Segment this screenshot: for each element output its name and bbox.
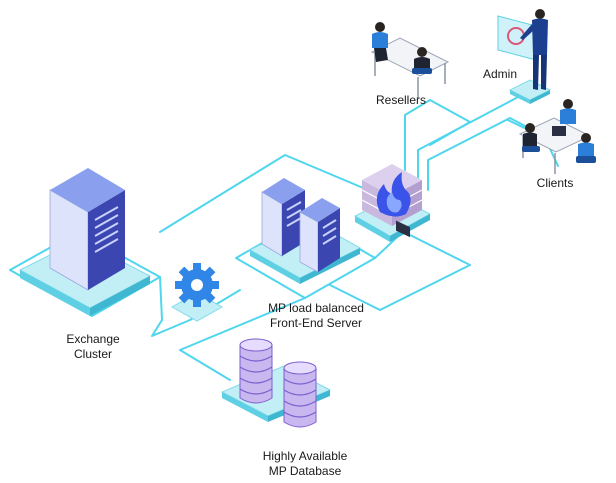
connector-firewall-to-resellers: [404, 99, 471, 171]
exchange-server-icon: [18, 168, 152, 316]
connector-exchange-to-firewall: [159, 154, 369, 233]
frontend-label: MP load balanced Front-End Server: [254, 301, 378, 331]
clients-label: Clients: [536, 176, 574, 190]
database-label-line2: MP Database: [268, 464, 342, 478]
gear-icon: [170, 263, 224, 322]
resellers-label: Resellers: [375, 93, 426, 107]
connector-firewall-to-right: [329, 234, 471, 311]
exchange-label-line2: Cluster: [73, 347, 112, 361]
connector-lines: [9, 95, 559, 381]
connector-exchange-to-gear: [151, 276, 191, 337]
database-label-line1: Highly Available: [262, 449, 348, 463]
exchange-label: Exchange Cluster: [50, 332, 136, 362]
clients-icon: [518, 99, 596, 174]
admin-icon: [497, 9, 552, 104]
frontend-label-line2: Front-End Server: [269, 316, 363, 330]
connector-firewall-to-clients: [427, 117, 541, 191]
database-label: Highly Available MP Database: [248, 449, 362, 479]
frontend-servers-icon: [248, 178, 362, 284]
resellers-icon: [370, 22, 450, 238]
exchange-label-line1: Exchange: [66, 332, 120, 346]
frontend-label-line1: MP load balanced: [268, 301, 364, 315]
connector-firewall-to-admin: [417, 95, 521, 181]
admin-label: Admin: [482, 67, 517, 81]
database-icon: [220, 338, 332, 428]
connector-frontend-to-database: [179, 297, 306, 381]
